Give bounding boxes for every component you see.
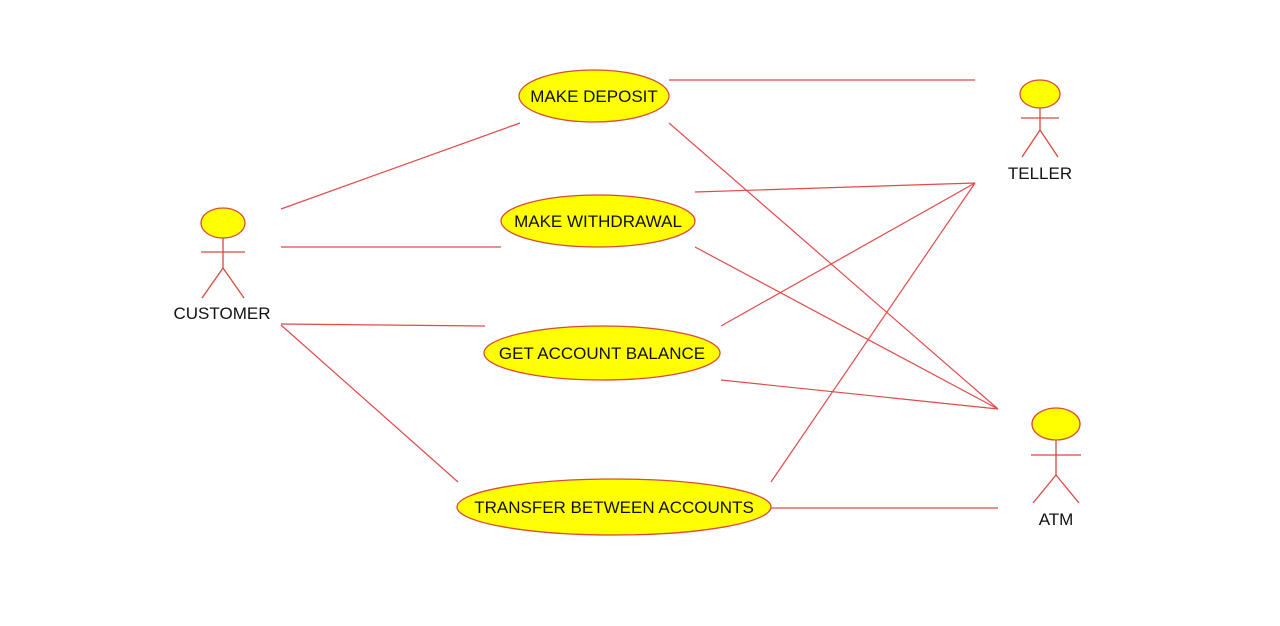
actor-teller-label: TELLER [1008, 164, 1072, 183]
use-case-make-withdrawal-ellipse [500, 194, 696, 248]
use-case-make-withdrawal[interactable]: MAKE WITHDRAWAL [500, 194, 696, 248]
association-customer-transfer-between-accounts [280, 324, 459, 483]
actor-teller[interactable]: TELLER [1008, 79, 1072, 183]
teller-stick-figure-icon [1019, 79, 1061, 158]
association-atm-make-withdrawal [694, 246, 999, 410]
actor-atm[interactable]: ATM [1031, 407, 1081, 529]
association-atm-make-deposit [668, 122, 999, 410]
actor-customer[interactable]: CUSTOMER [174, 207, 271, 323]
use-case-get-account-balance-ellipse [483, 325, 721, 381]
association-teller-transfer-between-accounts [770, 182, 976, 483]
association-lines [280, 79, 999, 509]
use-case-transfer-between-accounts-label: TRANSFER BETWEEN ACCOUNTS [474, 498, 754, 517]
use-case-transfer-between-accounts-ellipse [456, 478, 772, 536]
use-case-get-account-balance[interactable]: GET ACCOUNT BALANCE [483, 325, 721, 381]
use-case-make-deposit-label: MAKE DEPOSIT [530, 87, 658, 106]
use-case-get-account-balance-label: GET ACCOUNT BALANCE [499, 344, 705, 363]
use-case-make-deposit[interactable]: MAKE DEPOSIT [518, 69, 670, 123]
actor-atm-label: ATM [1039, 510, 1074, 529]
association-teller-get-account-balance [720, 182, 976, 327]
association-teller-make-withdrawal [694, 182, 976, 193]
actor-customer-label: CUSTOMER [174, 304, 271, 323]
use-case-transfer-between-accounts[interactable]: TRANSFER BETWEEN ACCOUNTS [456, 478, 772, 536]
association-customer-get-account-balance [280, 323, 486, 327]
atm-stick-figure-icon [1031, 407, 1081, 504]
use-case-make-deposit-ellipse [518, 69, 670, 123]
use-case-make-withdrawal-label: MAKE WITHDRAWAL [514, 212, 682, 231]
association-customer-make-deposit [280, 122, 521, 210]
association-atm-get-account-balance [720, 379, 999, 410]
customer-stick-figure-icon [200, 207, 246, 299]
